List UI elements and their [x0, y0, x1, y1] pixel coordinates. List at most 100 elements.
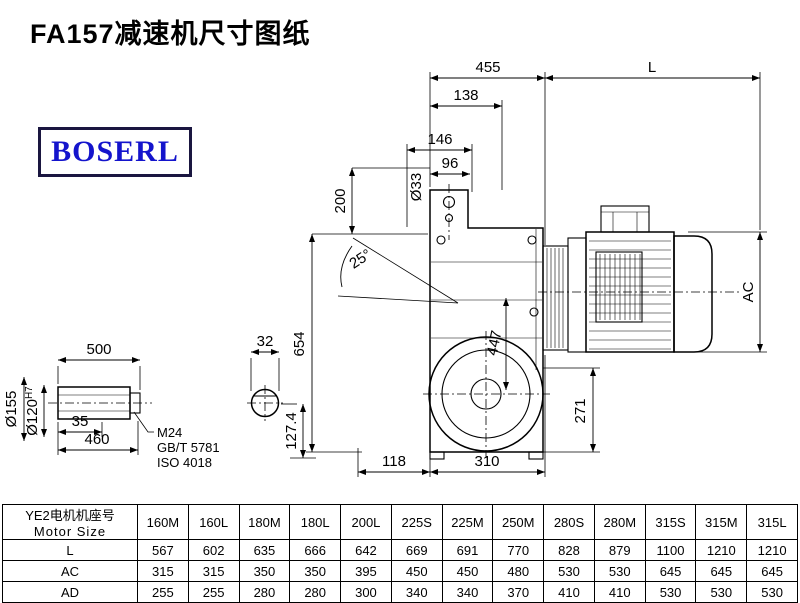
- table-cell: 350: [238, 560, 291, 582]
- table-cell: 315: [137, 560, 189, 582]
- dim-label-118: 118: [382, 453, 406, 470]
- table-header-cell: 200L: [340, 504, 392, 540]
- dim-label-dia155: Ø155: [3, 391, 20, 428]
- table-cell: 828: [543, 539, 595, 561]
- gearbox-front-view: [423, 184, 550, 460]
- table-header-cell: 180M: [238, 504, 291, 540]
- table-cell: 450: [390, 560, 443, 582]
- table-cell: 645: [644, 560, 697, 582]
- dim-label-32: 32: [257, 333, 274, 350]
- table-cell: 480: [492, 560, 545, 582]
- dim-label-455: 455: [475, 59, 500, 76]
- table-cell: 280: [238, 581, 291, 603]
- table-header-cell: 160M: [137, 504, 189, 540]
- table-cell: 530: [695, 581, 748, 603]
- shaft-end-view: 32 127.4: [247, 333, 316, 459]
- table-cell: 450: [441, 560, 494, 582]
- table-header-cell: 280M: [593, 504, 646, 540]
- row-label: AC: [2, 560, 138, 582]
- dim-label-dia33: Ø33: [408, 173, 425, 201]
- table-cell: 642: [340, 539, 392, 561]
- table-cell: 255: [137, 581, 189, 603]
- dim-label-200: 200: [332, 188, 349, 213]
- bottom-dimensions: 118 310: [357, 355, 546, 477]
- table-header-cell: 160L: [187, 504, 240, 540]
- table-cell: 530: [593, 560, 646, 582]
- table-cell: 1100: [644, 539, 697, 561]
- row-label: AD: [2, 581, 138, 603]
- fan-cover: [673, 235, 713, 353]
- dim-label-25deg: 25°: [346, 246, 374, 273]
- dim-label-447: 447: [484, 329, 506, 357]
- table-cell: 602: [187, 539, 240, 561]
- dimension-drawing: 455 L 138 146 96 Ø33 200 654 25° 447 AC …: [3, 59, 767, 477]
- table-cell: 350: [289, 560, 342, 582]
- table-cell: 567: [137, 539, 189, 561]
- thread-spec-gb: GB/T 5781: [157, 440, 220, 455]
- thread-spec-iso: ISO 4018: [157, 455, 212, 470]
- table-header-cell: 250M: [492, 504, 545, 540]
- dim-label-96: 96: [442, 155, 459, 172]
- table-header-cell: 225M: [441, 504, 494, 540]
- motor-size-label-en: Motor Size: [33, 524, 107, 539]
- table-cell: 770: [492, 539, 545, 561]
- dim-label-L: L: [648, 59, 656, 76]
- table-cell: 300: [340, 581, 392, 603]
- table-cell: 879: [593, 539, 646, 561]
- table-cell: 255: [187, 581, 240, 603]
- bolt-hole-icon: [527, 235, 537, 245]
- table-cell: 645: [746, 560, 798, 582]
- dim-label-500: 500: [86, 341, 111, 358]
- dim-label-310: 310: [474, 453, 499, 470]
- motor-size-label-cn: YE2电机机座号: [25, 508, 115, 523]
- table-cell: 635: [238, 539, 291, 561]
- table-cell: 280: [289, 581, 342, 603]
- table-cell: 666: [289, 539, 342, 561]
- table-header-cell: 280S: [543, 504, 595, 540]
- table-cell: 410: [543, 581, 595, 603]
- table-cell: 530: [543, 560, 595, 582]
- table-cell: 315: [187, 560, 240, 582]
- table-cell: 410: [593, 581, 646, 603]
- dim-label-460: 460: [84, 431, 109, 448]
- bolt-hole-icon: [436, 235, 446, 245]
- table-cell: 645: [695, 560, 748, 582]
- thread-spec-m24: M24: [157, 425, 182, 440]
- dim-label-271: 271: [572, 398, 589, 423]
- dim-label-654: 654: [291, 331, 308, 356]
- motor-side-view: [538, 205, 740, 353]
- table-cell: 340: [441, 581, 494, 603]
- page-title: FA157减速机尺寸图纸: [30, 19, 311, 49]
- dim-label-127-4: 127.4: [283, 412, 300, 450]
- table-cell: 1210: [695, 539, 748, 561]
- table-header-cell: 315M: [695, 504, 748, 540]
- dim-label-35: 35: [72, 413, 89, 430]
- table-header-cell: 315S: [644, 504, 697, 540]
- brand-logo: BOSERL: [38, 127, 192, 177]
- table-cell: 669: [390, 539, 443, 561]
- dim-label-dia120h7: Ø120H7: [24, 386, 41, 436]
- dim-label-146: 146: [427, 131, 452, 148]
- table-header-cell: 180L: [289, 504, 342, 540]
- shaft-detail-view: 500 35 460 Ø155 Ø120H7 M24 GB/T 5781 ISO…: [3, 341, 220, 470]
- table-cell: 530: [746, 581, 798, 603]
- table-cell: 1210: [746, 539, 798, 561]
- dim-label-AC: AC: [740, 281, 757, 302]
- row-label: L: [2, 539, 138, 561]
- table-header-cell: 225S: [390, 504, 443, 540]
- table-header-cell: 315L: [746, 504, 798, 540]
- table-cell: 370: [492, 581, 545, 603]
- table-cell: 530: [644, 581, 697, 603]
- dim-label-138: 138: [453, 87, 478, 104]
- table-cell: 691: [441, 539, 494, 561]
- top-dimensions: 455 L 138 146 96 Ø33 200 654 25° 447 AC …: [291, 59, 767, 453]
- table-cell: 395: [340, 560, 392, 582]
- table-cell: 340: [390, 581, 443, 603]
- terminal-box: [600, 205, 650, 233]
